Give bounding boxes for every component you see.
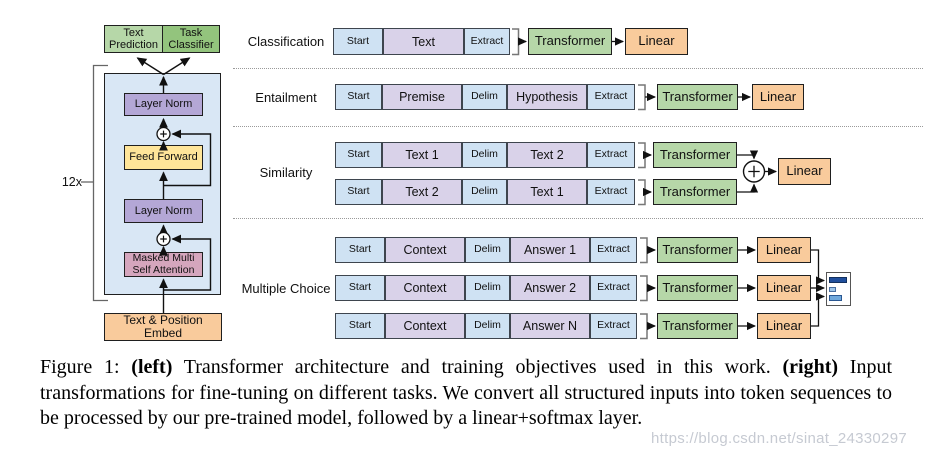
sequence-bracket <box>512 28 520 56</box>
token-text-1: Text 1 <box>382 142 462 168</box>
sequence-bracket <box>640 313 648 340</box>
layer-norm-top-box: Layer Norm <box>124 93 203 116</box>
token-start: Start <box>335 275 385 301</box>
feed-forward-label: Feed Forward <box>129 151 198 164</box>
token-text-2: Text 2 <box>507 142 587 168</box>
feed-forward-box: Feed Forward <box>124 145 203 170</box>
token-text-2: Text 2 <box>382 179 462 205</box>
token-delim: Delim <box>462 179 507 205</box>
token-start: Start <box>335 84 382 110</box>
token-start: Start <box>335 313 385 339</box>
transformer-box: Transformer <box>657 275 738 301</box>
token-hypothesis: Hypothesis <box>507 84 587 110</box>
sequence-bracket <box>640 275 648 302</box>
dotted-divider <box>233 68 923 69</box>
transformer-box: Transformer <box>657 313 738 339</box>
figure-caption: Figure 1: (left) Transformer architectur… <box>40 355 892 432</box>
token-text: Text <box>383 28 464 55</box>
transformer-box: Transformer <box>653 142 737 168</box>
token-start: Start <box>335 179 382 205</box>
linear-box: Linear <box>778 158 831 185</box>
prob-bar-short <box>829 286 836 292</box>
softmax-probability-bars-icon <box>826 272 851 306</box>
token-context: Context <box>385 313 465 339</box>
dotted-divider <box>233 126 923 127</box>
dotted-divider <box>233 218 923 219</box>
layer-norm-top-label: Layer Norm <box>134 98 193 111</box>
token-delim: Delim <box>462 84 507 110</box>
repeat-12x-label: 12x <box>61 175 82 189</box>
token-context: Context <box>385 237 465 263</box>
token-extract: Extract <box>590 237 637 263</box>
token-start: Start <box>335 237 385 263</box>
caption-text-right: Input transformations for fine-tuning on… <box>40 356 892 429</box>
token-extract: Extract <box>464 28 510 55</box>
transformer-box: Transformer <box>528 28 612 55</box>
caption-prefix: Figure 1: <box>40 356 132 378</box>
linear-box: Linear <box>757 237 811 263</box>
task-classifier-box: Task Classifier <box>162 25 220 53</box>
token-context: Context <box>385 275 465 301</box>
token-answer-n: Answer N <box>510 313 590 339</box>
token-delim: Delim <box>462 142 507 168</box>
token-premise: Premise <box>382 84 462 110</box>
prob-bar-mid <box>829 295 842 301</box>
caption-text-left: Transformer architecture and training ob… <box>172 356 783 378</box>
token-start: Start <box>333 28 383 55</box>
token-answer-1: Answer 1 <box>510 237 590 263</box>
token-extract: Extract <box>587 84 635 110</box>
text-prediction-box: Text Prediction <box>104 25 163 53</box>
sum-icon <box>742 160 766 183</box>
token-extract: Extract <box>587 142 635 168</box>
transformer-box: Transformer <box>653 179 737 205</box>
masked-multi-self-attention-label: Masked Multi Self Attention <box>132 251 195 276</box>
sequence-bracket <box>638 179 646 206</box>
watermark-url: https://blog.csdn.net/sinat_24330297 <box>651 430 907 447</box>
linear-box: Linear <box>757 275 811 301</box>
caption-bold-left: (left) <box>131 356 173 378</box>
token-delim: Delim <box>465 237 510 263</box>
token-delim: Delim <box>465 275 510 301</box>
token-text-1: Text 1 <box>507 179 587 205</box>
caption-bold-right: (right) <box>782 356 839 378</box>
linear-box: Linear <box>625 28 688 55</box>
token-answer-2: Answer 2 <box>510 275 590 301</box>
text-prediction-label: Text Prediction <box>109 26 158 51</box>
linear-box: Linear <box>752 84 804 110</box>
section-label-similarity: Similarity <box>259 165 313 180</box>
token-extract: Extract <box>590 275 637 301</box>
text-position-embed-box: Text & Position Embed <box>104 313 222 341</box>
task-classifier-label: Task Classifier <box>168 26 214 51</box>
text-position-embed-label: Text & Position Embed <box>123 312 203 340</box>
sequence-bracket <box>638 142 646 169</box>
transformer-box: Transformer <box>657 84 738 110</box>
section-label-multiple-choice: Multiple Choice <box>241 281 331 296</box>
sequence-bracket <box>640 237 648 264</box>
masked-multi-self-attention-box: Masked Multi Self Attention <box>124 252 203 277</box>
sequence-bracket <box>638 84 646 111</box>
prob-bar-long <box>829 277 847 283</box>
section-label-classification: Classification <box>247 34 325 49</box>
layer-norm-bottom-box: Layer Norm <box>124 199 203 223</box>
linear-box: Linear <box>757 313 811 339</box>
token-delim: Delim <box>465 313 510 339</box>
token-start: Start <box>335 142 382 168</box>
token-extract: Extract <box>590 313 637 339</box>
layer-norm-bottom-label: Layer Norm <box>134 204 193 217</box>
transformer-box: Transformer <box>657 237 738 263</box>
token-extract: Extract <box>587 179 635 205</box>
section-label-entailment: Entailment <box>255 90 317 105</box>
